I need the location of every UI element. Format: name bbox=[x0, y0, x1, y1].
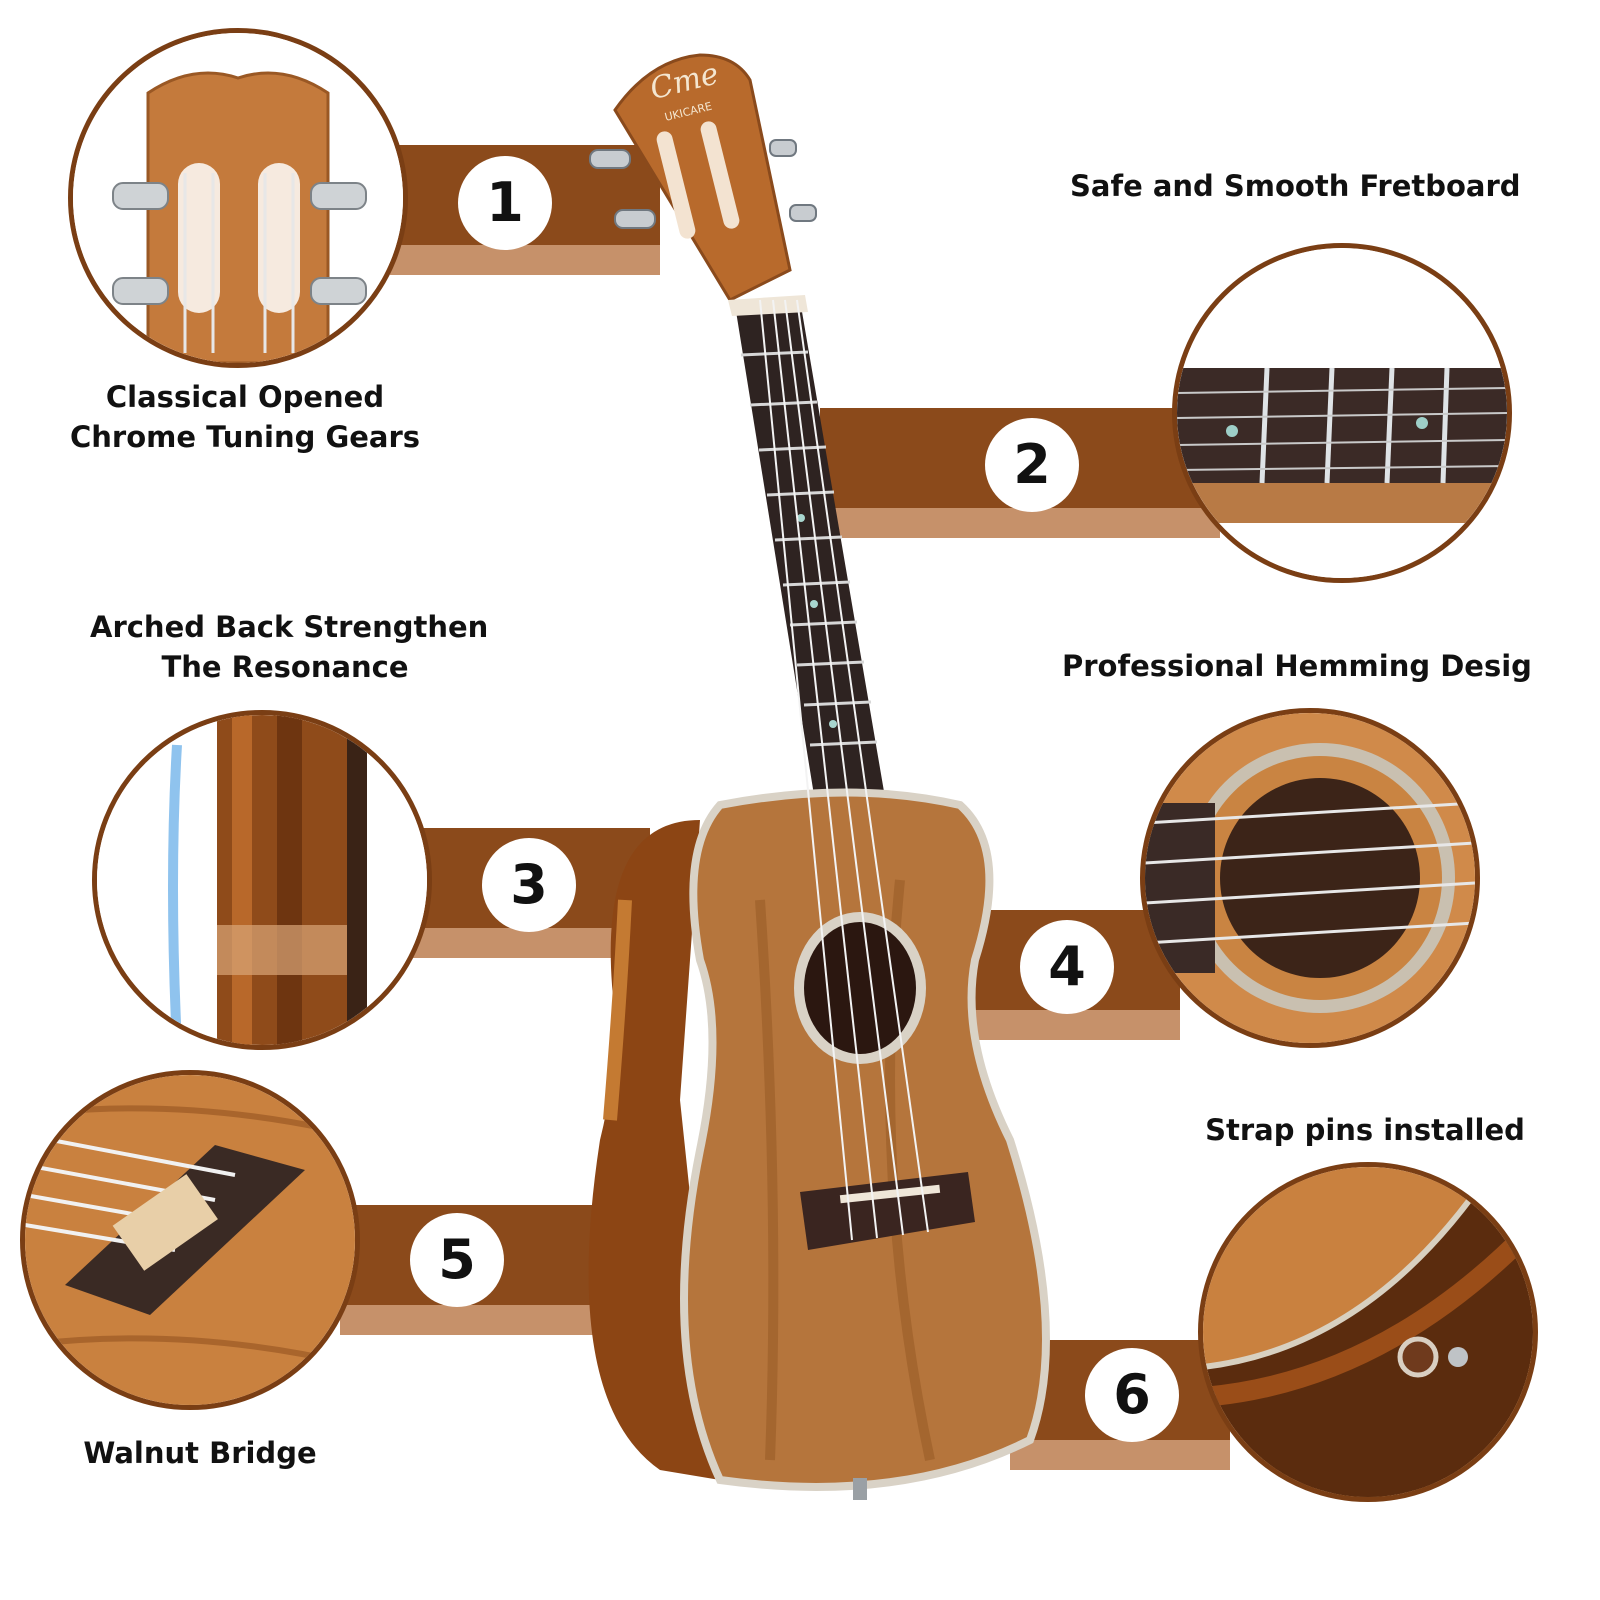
connector-band-3-shade bbox=[400, 928, 650, 958]
bridge-closeup-image bbox=[25, 1075, 355, 1405]
feature-label-2-line-1: Safe and Smooth Fretboard bbox=[1070, 169, 1521, 203]
detail-circle-headstock bbox=[68, 28, 408, 368]
feature-label-3-line-2: The Resonance bbox=[161, 650, 409, 684]
feature-label-3: Arched Back Strengthen The Resonance bbox=[90, 607, 489, 687]
detail-circle-soundhole bbox=[1140, 708, 1480, 1048]
feature-number-3: 3 bbox=[482, 838, 576, 932]
feature-label-1-line-2: Chrome Tuning Gears bbox=[70, 420, 421, 454]
connector-band-4-shade bbox=[960, 1010, 1180, 1040]
feature-number-2: 2 bbox=[985, 418, 1079, 512]
feature-number-1: 1 bbox=[458, 156, 552, 250]
connector-band-5-shade bbox=[340, 1305, 600, 1335]
detail-circle-bridge bbox=[20, 1070, 360, 1410]
headstock-closeup-image bbox=[73, 33, 403, 363]
feature-label-6-line-1: Strap pins installed bbox=[1205, 1113, 1525, 1147]
detail-circle-strap-pin bbox=[1198, 1162, 1538, 1502]
feature-label-1-line-1: Classical Opened bbox=[105, 380, 385, 414]
feature-label-4: Professional Hemming Desig bbox=[1062, 646, 1532, 686]
feature-number-6: 6 bbox=[1085, 1348, 1179, 1442]
connector-band-2-shade bbox=[820, 508, 1220, 538]
feature-label-6: Strap pins installed bbox=[1205, 1110, 1525, 1150]
feature-label-4-line-1: Professional Hemming Desig bbox=[1062, 649, 1532, 683]
feature-label-3-line-1: Arched Back Strengthen bbox=[90, 610, 489, 644]
feature-label-5-line-1: Walnut Bridge bbox=[83, 1436, 317, 1470]
soundhole-closeup-image bbox=[1145, 713, 1475, 1043]
fretboard-closeup-image bbox=[1177, 248, 1507, 578]
strap-pin-closeup-image bbox=[1203, 1167, 1533, 1497]
feature-number-4: 4 bbox=[1020, 920, 1114, 1014]
detail-circle-fretboard bbox=[1172, 243, 1512, 583]
feature-label-2: Safe and Smooth Fretboard bbox=[1070, 166, 1521, 206]
feature-label-1: Classical Opened Chrome Tuning Gears bbox=[70, 377, 420, 457]
connector-band-1-shade bbox=[390, 245, 660, 275]
arched-back-closeup-image bbox=[97, 715, 427, 1045]
feature-label-5: Walnut Bridge bbox=[70, 1433, 330, 1473]
feature-number-5: 5 bbox=[410, 1213, 504, 1307]
detail-circle-arched-back bbox=[92, 710, 432, 1050]
connector-band-6-shade bbox=[1010, 1440, 1230, 1470]
